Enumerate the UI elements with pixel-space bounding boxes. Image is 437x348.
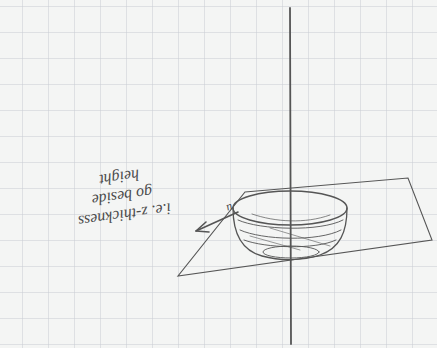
graph-paper-sketch — [0, 0, 437, 348]
